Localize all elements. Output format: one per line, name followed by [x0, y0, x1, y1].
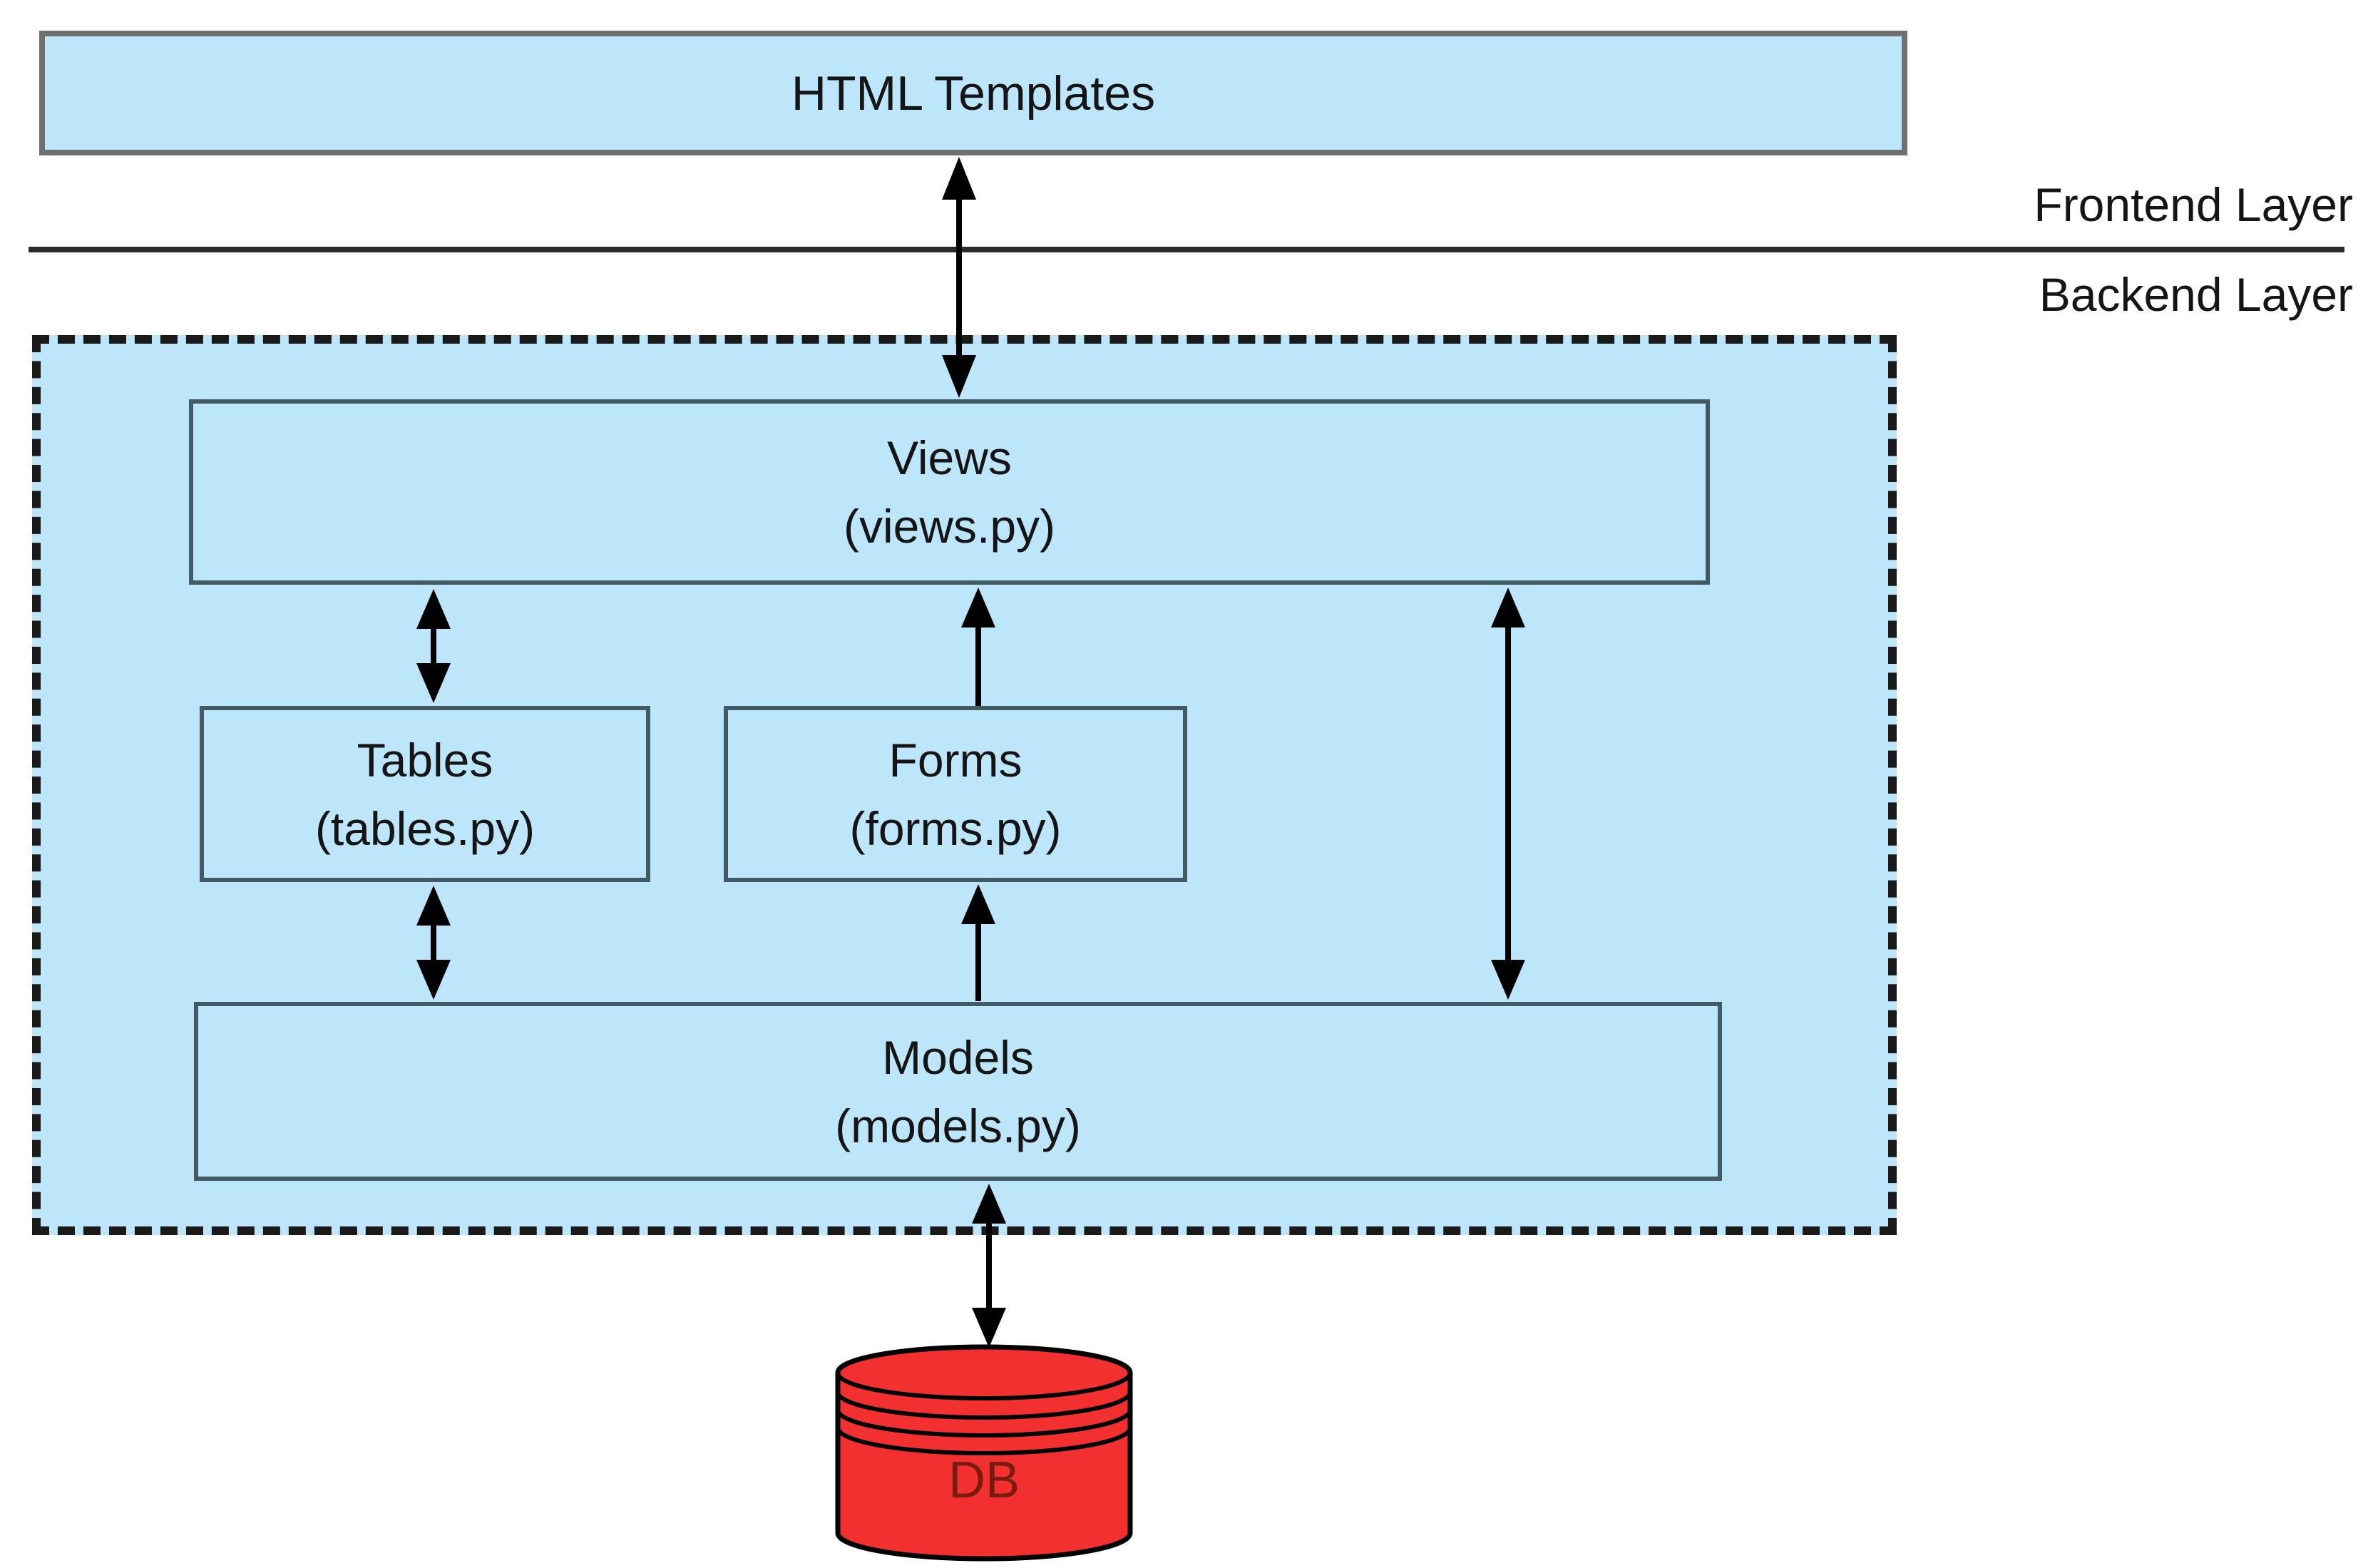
db-label: DB — [948, 1452, 1020, 1509]
frontend-layer-label: Frontend Layer — [2034, 178, 2353, 231]
tables-file: (tables.py) — [314, 801, 535, 855]
forms-file: (forms.py) — [849, 801, 1062, 855]
views-box: Views (views.py) — [189, 399, 1710, 585]
forms-title: Forms — [888, 733, 1023, 786]
tables-title: Tables — [357, 733, 493, 786]
models-box: Models (models.py) — [194, 1002, 1722, 1181]
layer-divider-line — [29, 247, 2344, 252]
views-title: Views — [887, 431, 1012, 484]
models-file: (models.py) — [835, 1099, 1081, 1152]
database-cylinder-icon: DB — [835, 1344, 1133, 1562]
backend-layer-label: Backend Layer — [2039, 268, 2353, 321]
html-templates-label: HTML Templates — [791, 66, 1156, 121]
forms-box: Forms (forms.py) — [724, 706, 1187, 882]
html-templates-box: HTML Templates — [39, 31, 1907, 155]
tables-box: Tables (tables.py) — [200, 706, 650, 882]
models-title: Models — [882, 1030, 1034, 1084]
views-file: (views.py) — [843, 500, 1056, 553]
